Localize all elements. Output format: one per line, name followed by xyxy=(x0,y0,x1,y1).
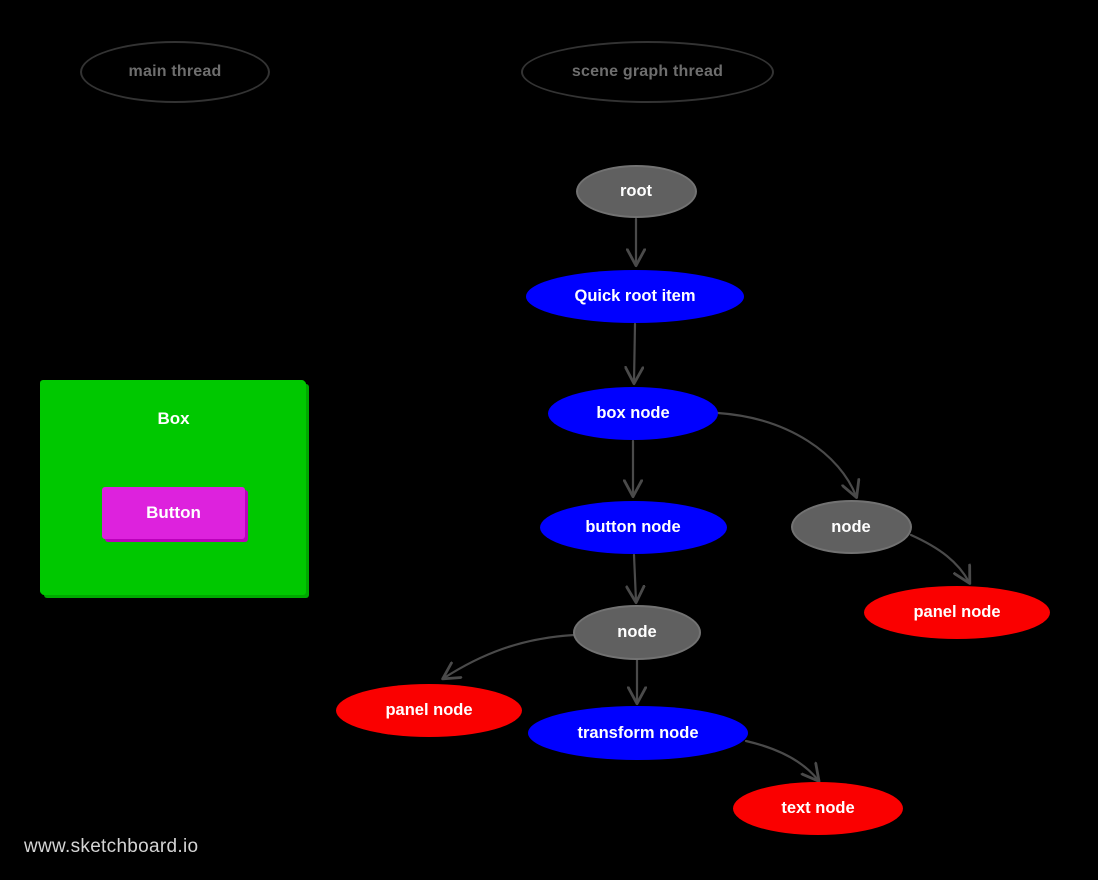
edge-box-node-to-node-1 xyxy=(716,411,856,496)
graph-node-label: node xyxy=(617,622,657,641)
graph-node-label: button node xyxy=(585,517,681,536)
graph-node-text-node[interactable]: text node xyxy=(733,781,903,835)
box-widget-label: Box xyxy=(157,409,190,428)
graph-node-label: text node xyxy=(781,798,855,817)
graph-node-label: transform node xyxy=(577,723,699,742)
edge-node-1-to-panel-node-1 xyxy=(909,533,969,582)
graph-node-panel-node-1[interactable]: panel node xyxy=(864,585,1050,639)
graph-node-root[interactable]: root xyxy=(575,164,697,218)
edge-button-node-to-node-2 xyxy=(634,553,636,601)
graph-node-label: node xyxy=(831,517,871,536)
button-widget[interactable]: Button xyxy=(102,487,245,539)
edge-quick-root-item-to-box-node xyxy=(634,322,635,382)
graph-node-panel-node-2[interactable]: panel node xyxy=(336,683,522,737)
graph-node-label: box node xyxy=(596,403,670,422)
graph-node-label: panel node xyxy=(913,602,1001,621)
lane-header-scene-graph-thread: scene graph thread xyxy=(521,41,774,103)
lane-header-main-thread: main thread xyxy=(80,41,270,103)
graph-node-node-2[interactable]: node xyxy=(573,604,701,660)
graph-node-box-node[interactable]: box node xyxy=(548,386,718,440)
box-widget: Box xyxy=(41,381,306,595)
graph-node-quick-root-item[interactable]: Quick root item xyxy=(526,269,744,323)
graph-node-label: Quick root item xyxy=(574,286,696,305)
button-widget-label: Button xyxy=(146,503,201,522)
lane-header-label: scene graph thread xyxy=(571,63,724,80)
edge-transform-node-to-text-node xyxy=(744,739,818,780)
graph-node-button-node[interactable]: button node xyxy=(539,500,727,554)
graph-node-node-1[interactable]: node xyxy=(790,500,912,554)
watermark: www.sketchboard.io xyxy=(24,836,199,857)
graph-node-transform-node[interactable]: transform node xyxy=(528,706,748,760)
graph-node-label: panel node xyxy=(385,700,473,719)
graph-node-label: root xyxy=(619,181,653,200)
edge-node-2-to-panel-node-2 xyxy=(444,633,576,678)
lane-header-label: main thread xyxy=(128,63,222,80)
